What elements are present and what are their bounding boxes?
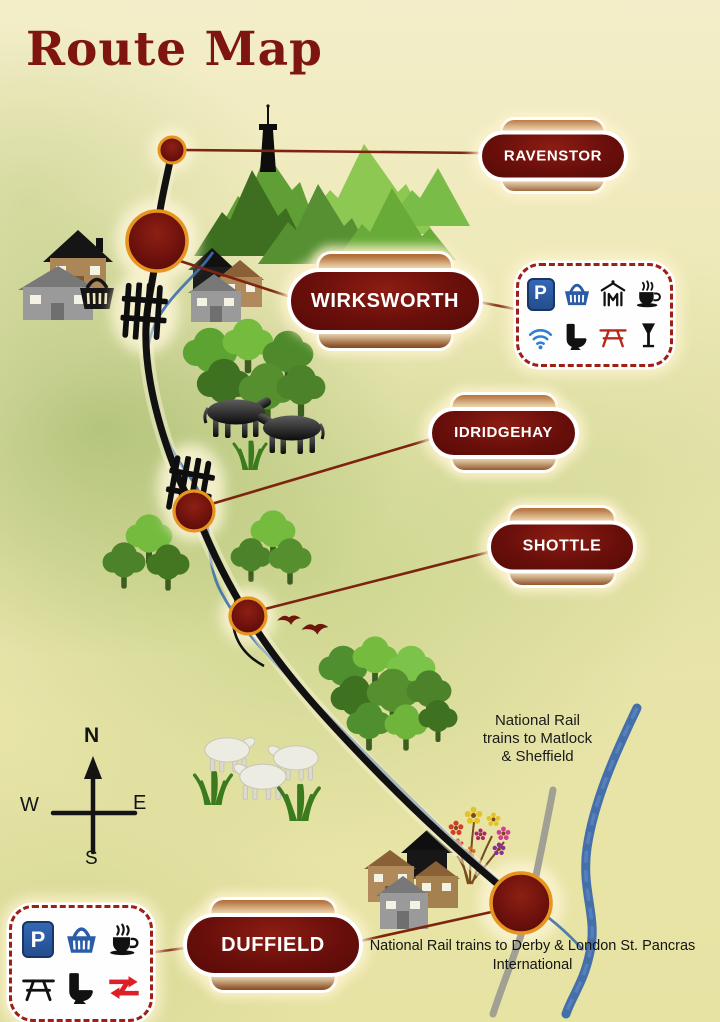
station-marker-duffield xyxy=(489,871,553,935)
note-line: trains to Matlock xyxy=(482,730,593,747)
grass-icon xyxy=(232,440,268,470)
station-sign-ravenstor: RAVENSTOR xyxy=(478,117,628,194)
note-line: International xyxy=(492,957,573,973)
station-markers xyxy=(125,135,553,935)
parking-icon: P xyxy=(18,917,59,963)
monument-tower-icon xyxy=(259,104,277,172)
station-sign-label: RAVENSTOR xyxy=(478,130,628,181)
note-matlock: National Rail trains to Matlock & Sheffi… xyxy=(460,712,615,766)
connector-duffield-amenities xyxy=(147,946,186,955)
station-sign-shottle: SHOTTLE xyxy=(487,505,637,588)
station-marker-shottle xyxy=(228,596,268,636)
station-sign-label: DUFFIELD xyxy=(183,913,363,977)
duffield-amenities-panel: P xyxy=(9,905,153,1022)
cow-icon xyxy=(256,413,325,454)
connector-wirksworth xyxy=(176,258,295,300)
note-line: & Sheffield xyxy=(501,748,574,765)
station-sign-label: IDRIDGEHAY xyxy=(428,406,579,459)
compass-rose xyxy=(50,756,138,855)
station-marker-idridgehay xyxy=(172,489,216,533)
compass-south-label: S xyxy=(85,848,98,869)
connector-shottle xyxy=(260,550,490,612)
connector-wirksworth-amenities xyxy=(478,300,521,312)
page-title: Route Map xyxy=(26,22,323,77)
picnic-area-icon xyxy=(18,965,59,1011)
connector-duffield xyxy=(359,909,497,943)
river-derwent-highlight xyxy=(564,707,639,1015)
shop-basket-icon xyxy=(80,277,114,309)
grass-icon xyxy=(277,783,321,821)
connector-ravenstor xyxy=(183,148,483,155)
station-marker-ravenstor xyxy=(157,135,187,165)
national-rail-icon xyxy=(104,965,145,1011)
picnic-area-icon xyxy=(596,316,630,356)
grass-icon xyxy=(192,771,234,805)
museum-icon xyxy=(596,274,630,314)
bird-icon xyxy=(277,615,301,625)
note-line: National Rail trains to Derby & London S… xyxy=(369,938,696,954)
connector-lines xyxy=(147,148,521,955)
village-duffield xyxy=(364,830,460,929)
bar-icon xyxy=(632,316,666,356)
cafe-icon xyxy=(104,917,145,963)
compass-north-label: N xyxy=(84,724,100,747)
shop-icon xyxy=(560,274,594,314)
toilets-icon xyxy=(61,965,102,1011)
station-marker-wirksworth xyxy=(125,209,189,273)
station-sign-idridgehay: IDRIDGEHAY xyxy=(428,392,579,473)
cafe-icon xyxy=(632,274,666,314)
compass-east-label: E xyxy=(133,792,147,814)
compass-west-label: W xyxy=(20,794,39,816)
shop-icon xyxy=(61,917,102,963)
wifi-icon xyxy=(524,316,558,356)
note-line: National Rail xyxy=(494,712,581,729)
cow-icon xyxy=(203,397,272,438)
station-sign-label: WIRKSWORTH xyxy=(287,268,483,334)
village-wirksworth-west xyxy=(18,230,114,320)
station-sign-duffield: DUFFIELD xyxy=(183,897,363,993)
parking-icon: P xyxy=(524,274,558,314)
note-derby: National Rail trains to Derby & London S… xyxy=(360,937,705,975)
station-sign-wirksworth: WIRKSWORTH xyxy=(287,251,483,351)
connector-idridgehay xyxy=(207,437,432,507)
bird-icon xyxy=(301,623,329,635)
station-sign-label: SHOTTLE xyxy=(487,520,637,573)
wirksworth-amenities-panel: P xyxy=(516,263,673,367)
hills xyxy=(194,104,470,264)
toilets-icon xyxy=(560,316,594,356)
